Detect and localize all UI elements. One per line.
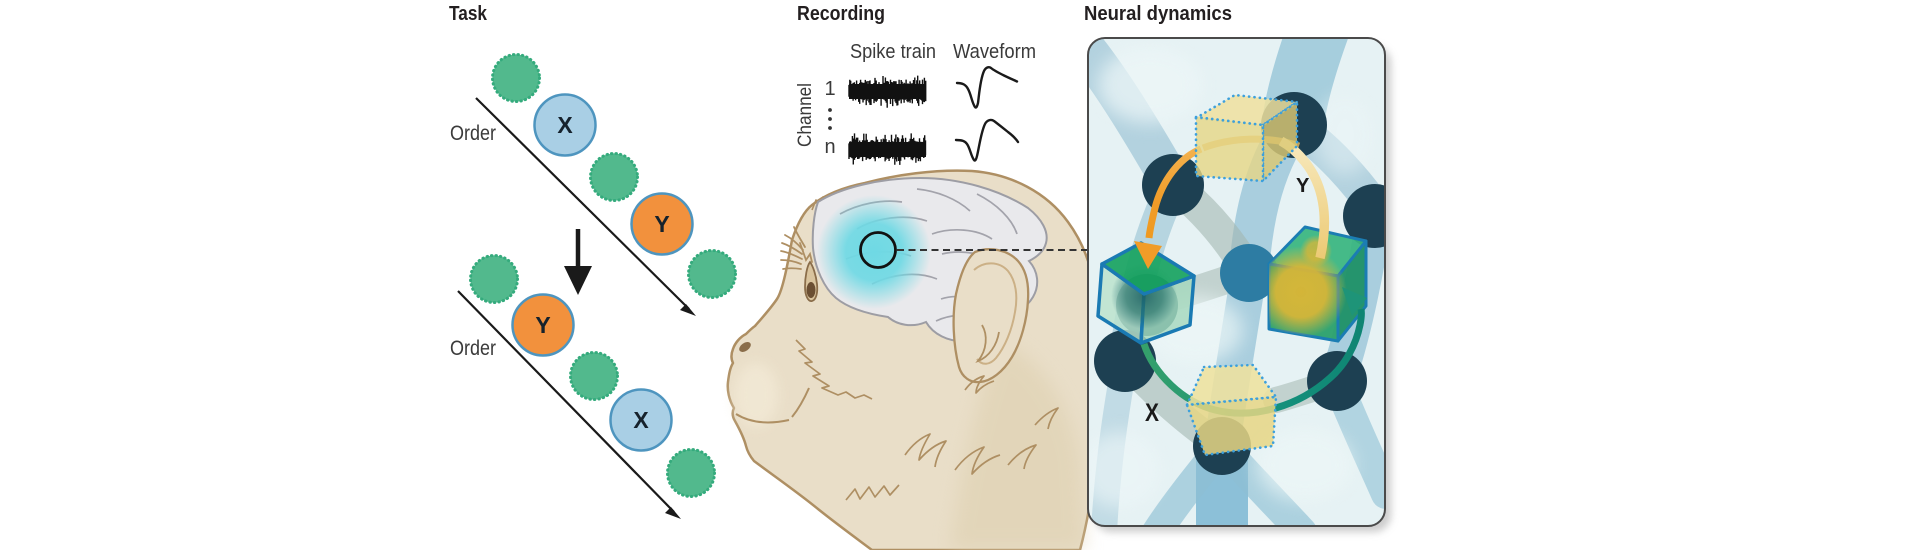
svg-text:X: X [633,407,649,433]
svg-text:Y: Y [535,312,550,338]
svg-text:Order: Order [450,122,496,145]
svg-text:Y: Y [654,211,669,237]
svg-text:1: 1 [824,78,835,100]
svg-text:Y: Y [1296,175,1310,197]
svg-text:Recording: Recording [797,3,885,25]
svg-text:Channel: Channel [795,83,816,147]
svg-text:Waveform: Waveform [953,41,1036,63]
svg-text:Order: Order [450,337,496,360]
svg-text:X: X [557,112,573,138]
svg-text:Spike train: Spike train [850,41,936,63]
svg-text:Neural dynamics: Neural dynamics [1084,3,1232,25]
svg-text:Task: Task [449,3,488,25]
svg-text:n: n [824,136,835,158]
svg-text:X: X [1145,399,1159,427]
